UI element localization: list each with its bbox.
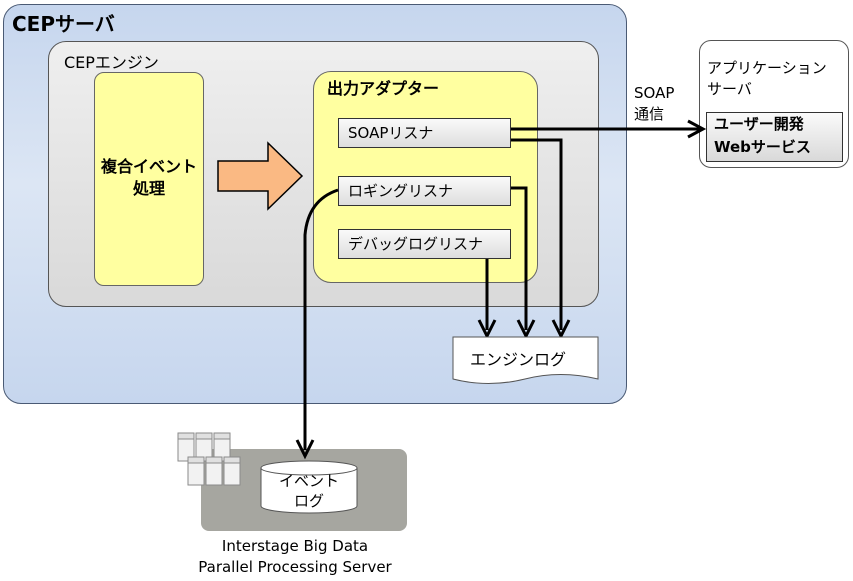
app-server-title-line2: サーバ <box>707 80 752 98</box>
event-log-arrowhead <box>295 439 315 460</box>
composite-event-label-line1: 複合イベント <box>100 157 197 176</box>
server-icons <box>177 432 241 486</box>
soap-arrowhead <box>687 119 707 139</box>
debug-log-listener: デバッグログリスナ <box>338 229 511 259</box>
event-log-cylinder <box>260 460 358 514</box>
cep-server-title: CEPサーバ <box>12 12 115 36</box>
engine-log-label: エンジンログ <box>470 350 566 369</box>
logging-to-event-log-line <box>303 188 339 450</box>
composite-event-box <box>94 72 204 286</box>
web-service-line2: Webサービス <box>714 138 811 156</box>
logging-listener: ロギングリスナ <box>338 176 511 206</box>
big-data-label: Interstage Big Data Parallel Processing … <box>170 536 420 578</box>
event-log-label-line1: イベント <box>279 472 339 490</box>
big-data-label-line1: Interstage Big Data <box>221 537 369 555</box>
cep-engine-title: CEPエンジン <box>64 53 159 72</box>
soap-log-arrowhead <box>551 319 571 340</box>
big-data-label-line2: Parallel Processing Server <box>198 558 392 576</box>
soap-comm-label: SOAP 通信 <box>634 83 674 125</box>
soap-to-log-line <box>511 138 563 330</box>
engine-log-document <box>452 336 599 384</box>
app-server-title-line1: アプリケーション <box>707 59 827 77</box>
output-adapter-title: 出力アダプター <box>327 79 440 98</box>
soap-listener: SOAPリスナ <box>338 118 511 148</box>
logging-log-arrowhead <box>516 319 536 340</box>
event-log-label-line2: ログ <box>294 492 324 510</box>
web-service-line1: ユーザー開発 <box>714 115 804 133</box>
debug-log-arrowhead <box>477 319 497 340</box>
logging-to-log-line <box>511 186 528 330</box>
app-server-title: アプリケーション サーバ <box>707 58 827 100</box>
processing-flow-arrow <box>217 141 304 211</box>
soap-comm-line2: 通信 <box>634 105 665 123</box>
soap-comm-line1: SOAP <box>634 84 675 102</box>
composite-event-label: 複合イベント 処理 <box>94 156 204 200</box>
server-icon <box>187 456 241 486</box>
composite-event-label-line2: 処理 <box>132 179 165 198</box>
web-service-box: ユーザー開発 Webサービス <box>706 112 843 162</box>
server-icon <box>177 432 231 462</box>
